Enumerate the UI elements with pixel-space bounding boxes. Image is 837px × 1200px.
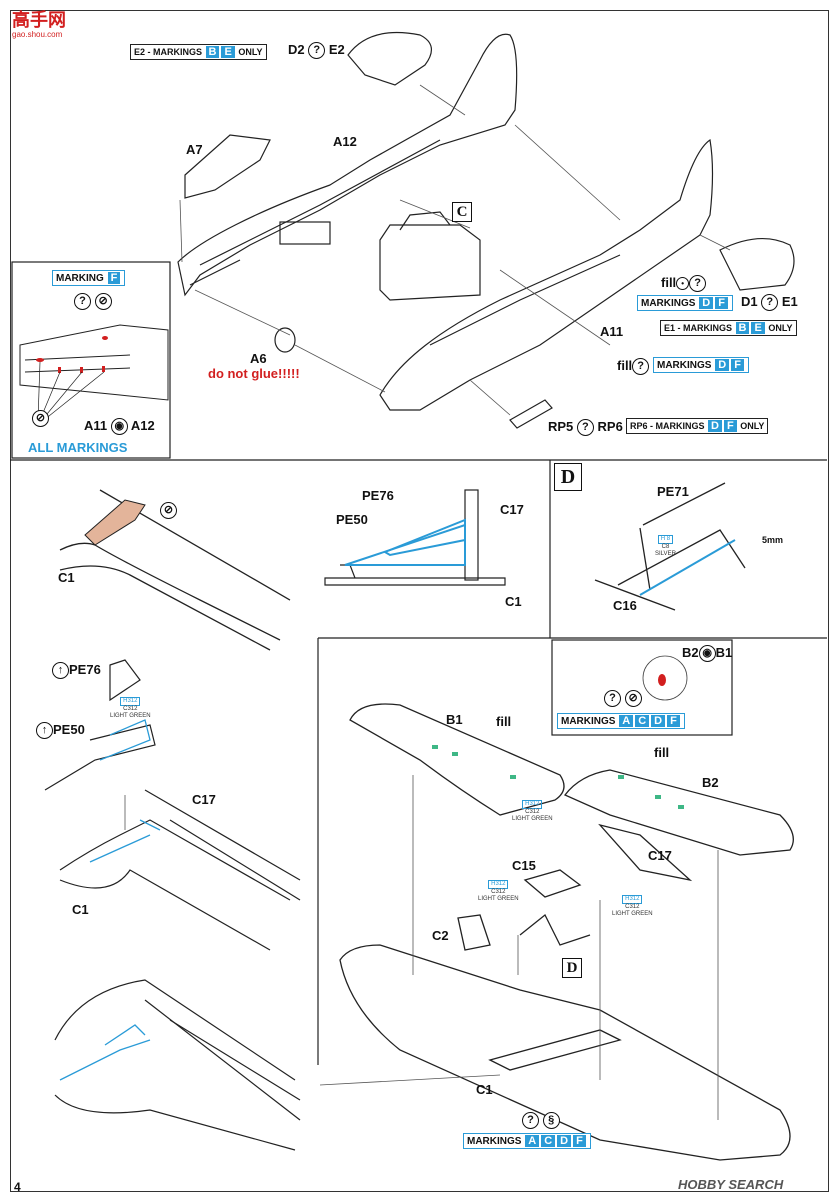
glue-icon: ◉	[110, 418, 128, 436]
glue-icon: •	[676, 277, 690, 291]
optional-icon: ?	[689, 275, 707, 293]
label-c1-d: C1	[476, 1082, 493, 1097]
wing-b2	[563, 769, 794, 856]
callout-d: D	[554, 463, 582, 491]
part-d2-stabilizer	[347, 31, 432, 86]
inset-symbols: ? ⊘	[74, 293, 112, 311]
inset-marking-f	[11, 261, 171, 459]
inset-symbols-b: ? ⊘	[604, 690, 642, 708]
label-a12: A12	[333, 134, 357, 149]
dimension-5mm: 5mm	[762, 535, 784, 545]
label-c15: C15	[512, 858, 536, 873]
label-fill-2: fill	[654, 745, 670, 760]
fill-d1-label: fill•?	[661, 275, 707, 293]
watermark-logo: 高手网 gao.shou.com	[12, 10, 66, 39]
a11-a12-label: A11 ◉ A12	[84, 418, 155, 436]
cockpit-c	[379, 224, 481, 301]
drill-icon: §	[542, 1112, 560, 1130]
optional-icon: ?	[761, 294, 779, 312]
label-fill-1: fill	[496, 714, 512, 729]
fuselage-left-half	[177, 33, 518, 297]
optional-icon: ?	[632, 358, 650, 376]
red-mark	[658, 674, 666, 686]
label-c17-b: C17	[192, 792, 216, 807]
label-pe76: PE76	[362, 488, 394, 503]
part-d1-stabilizer	[719, 237, 795, 291]
label-c1-b: C1	[505, 594, 522, 609]
label-a6: A6	[250, 351, 267, 366]
optional-icon: ?	[522, 1112, 539, 1130]
inset-b2-b1	[551, 639, 733, 736]
fill-d2-label: fill?	[617, 358, 650, 376]
symbols-bottom: ? §	[522, 1112, 560, 1130]
bend-icon: ↑	[52, 662, 69, 680]
part-c2	[457, 914, 491, 951]
page-number: 4	[14, 1180, 21, 1194]
glue-icon: ◉	[698, 645, 716, 663]
label-c16: C16	[613, 598, 637, 613]
label-c1-c: C1	[72, 902, 89, 917]
tan-part	[84, 499, 146, 546]
label-pe50: PE50	[336, 512, 368, 527]
marking-f-note: MARKING F	[52, 270, 126, 286]
remove-icon: ⊘	[94, 293, 112, 311]
label-a7: A7	[186, 142, 203, 157]
wing-c1	[339, 944, 791, 1161]
label-pe50-b: ↑PE50	[36, 722, 85, 740]
remove-icon: ⊘	[624, 690, 642, 708]
label-b2: B2	[702, 775, 719, 790]
page-frame	[10, 10, 829, 1192]
fuselage-right-half	[379, 138, 714, 411]
do-not-glue-warning: do not glue!!!!!	[208, 366, 300, 381]
all-markings-label: ALL MARKINGS	[28, 440, 128, 455]
callout-c: C	[452, 202, 472, 222]
label-b1: B1	[446, 712, 463, 727]
optional-icon: ?	[308, 42, 326, 60]
optional-icon: ?	[74, 293, 91, 311]
label-c1-a: C1	[58, 570, 75, 585]
part-rp5	[509, 399, 553, 429]
label-c17-c: C17	[648, 848, 672, 863]
part-c17	[598, 823, 693, 882]
callout-d-b: D	[562, 958, 582, 978]
d2-e2-label: D2 ? E2	[288, 42, 345, 60]
remove-icon: ⊘	[32, 410, 49, 428]
optional-icon: ?	[576, 419, 594, 437]
label-a11: A11	[600, 324, 624, 339]
footer-logo: HOBBY SEARCH	[678, 1177, 784, 1192]
b2-b1-label: B2◉B1	[682, 645, 732, 663]
part-a6	[274, 327, 296, 353]
part-a7	[184, 134, 271, 199]
wing-b1	[349, 703, 565, 816]
part-c15	[523, 869, 582, 898]
d1-e1-label: D1 ? E1	[741, 294, 798, 312]
label-c2: C2	[432, 928, 449, 943]
label-pe71: PE71	[657, 484, 689, 499]
optional-icon: ?	[604, 690, 621, 708]
remove-icon: ⊘	[160, 502, 177, 520]
rp5-rp6-label: RP5 ? RP6	[548, 419, 623, 437]
label-pe76-b: ↑PE76	[52, 662, 101, 680]
bend-icon: ↑	[36, 722, 53, 740]
label-c17: C17	[500, 502, 524, 517]
